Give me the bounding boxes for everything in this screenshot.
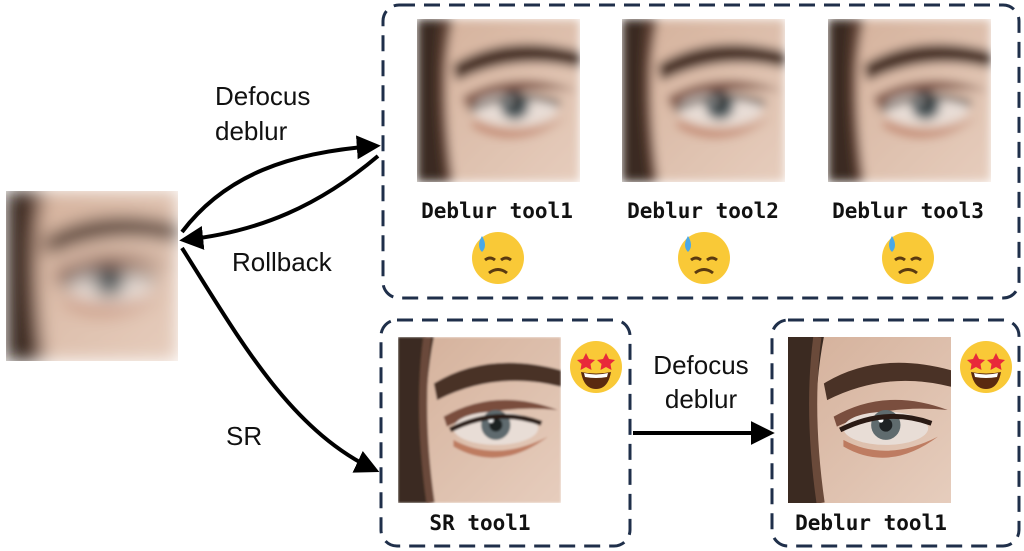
- deblur-tool2-output-image: [622, 19, 785, 182]
- defocus-deblur-mid-label-line1: Defocus: [653, 350, 748, 380]
- defocus-deblur-top-label-line2: deblur: [215, 116, 288, 146]
- sad-sweat-emoji-icon: [882, 232, 934, 284]
- deblur-after-sr-box: [770, 318, 1021, 548]
- deblur-tool3-output-image: [828, 19, 991, 182]
- sr-tool1-label: SR tool1: [429, 511, 530, 535]
- defocus-deblur-arrow: [180, 135, 381, 234]
- deblur-attempts-box: [381, 3, 1021, 300]
- deblur-tool2-label: Deblur tool2: [627, 199, 779, 223]
- sr-tool1-output-image: [398, 337, 561, 503]
- deblur-after-sr-label: Deblur tool1: [795, 511, 947, 535]
- input-blurry-image: [6, 191, 178, 361]
- defocus-deblur-top-label-line1: Defocus: [215, 81, 310, 111]
- defocus-deblur-mid-label-line2: deblur: [665, 384, 738, 414]
- sr-tool-box: [379, 318, 632, 548]
- star-struck-emoji-icon: [960, 341, 1012, 393]
- sr-label: SR: [226, 421, 262, 451]
- star-struck-emoji-icon: [570, 341, 622, 393]
- rollback-label: Rollback: [232, 247, 333, 277]
- deblur-after-sr-output-image: [788, 337, 951, 503]
- deblur-tool1-label: Deblur tool1: [421, 199, 573, 223]
- deblur-tool3-label: Deblur tool3: [832, 199, 984, 223]
- deblur-tool1-output-image: [417, 19, 580, 182]
- sad-sweat-emoji-icon: [472, 232, 524, 284]
- sr-arrow: [180, 246, 380, 473]
- sad-sweat-emoji-icon: [678, 232, 730, 284]
- rollback-arrow: [179, 154, 380, 250]
